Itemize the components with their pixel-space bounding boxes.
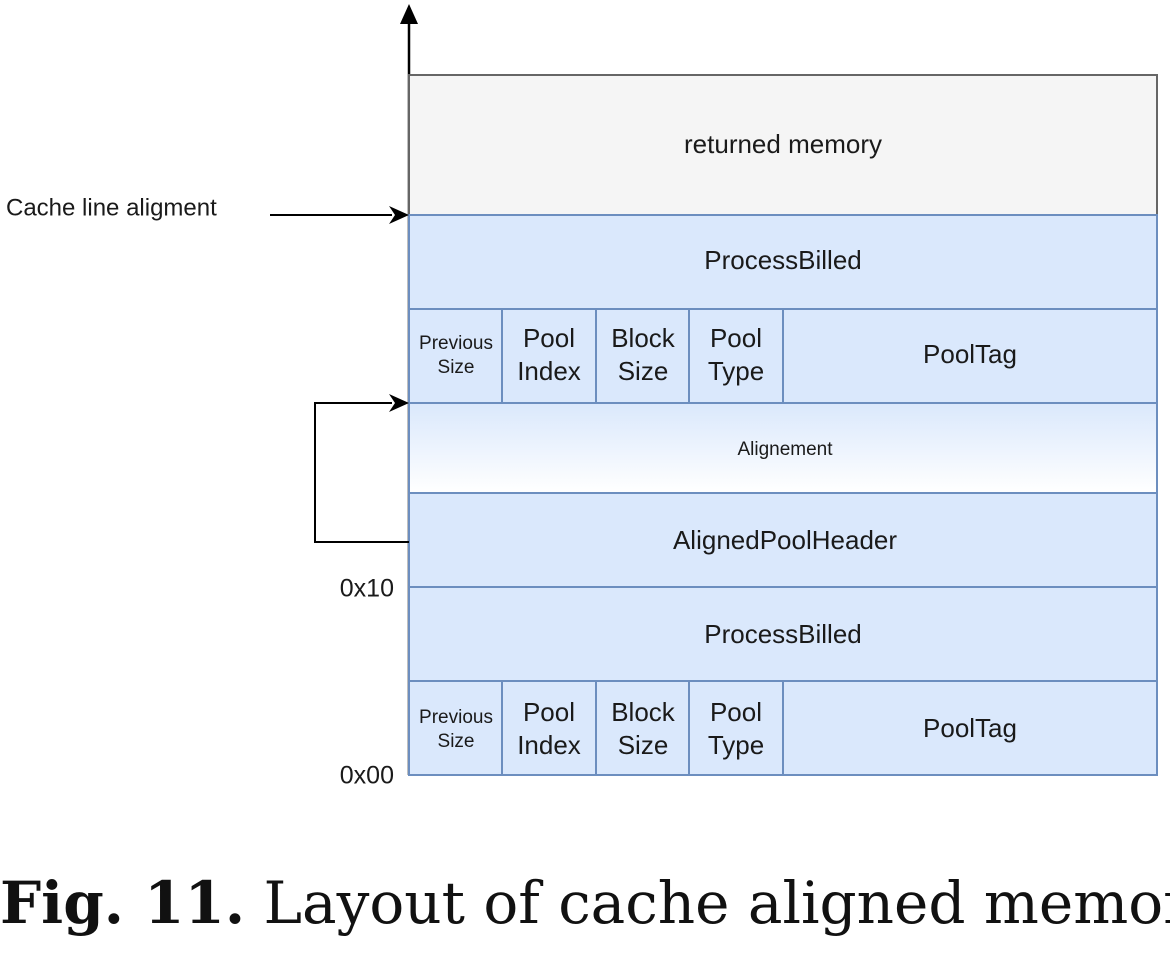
figure-number: Fig. 11. bbox=[0, 869, 246, 937]
header-bottom-pool-index-cell bbox=[501, 680, 597, 776]
process-billed-top-block bbox=[408, 214, 1158, 310]
memory-layout-diagram: returned memory ProcessBilled Previous S… bbox=[6, 4, 1158, 790]
header-top-block-size-label-2: Size bbox=[618, 356, 669, 386]
header-bottom-pool-type-label-2: Type bbox=[708, 730, 764, 760]
header-top-pool-type-label: Pool bbox=[710, 323, 762, 353]
header-bottom-previous-size-label-2: Size bbox=[438, 731, 475, 752]
header-bottom-previous-size-cell bbox=[408, 680, 503, 776]
aligned-header-pointer-line bbox=[314, 402, 409, 543]
header-top-pool-type-label-2: Type bbox=[708, 356, 764, 386]
figure-caption-text: Layout of cache aligned memory bbox=[263, 869, 1170, 937]
aligned-header-pointer-arrowhead bbox=[389, 394, 409, 412]
header-top-block-size-label: Block bbox=[611, 323, 676, 353]
header-top-previous-size-cell bbox=[408, 308, 503, 404]
cache-line-arrowhead bbox=[389, 206, 409, 224]
cache-line-alignment-label: Cache line aligment bbox=[6, 194, 217, 221]
header-bottom-pool-index-label-2: Index bbox=[517, 730, 581, 760]
process-billed-bottom-label: ProcessBilled bbox=[704, 619, 862, 649]
header-bottom-pool-type-cell bbox=[688, 680, 784, 776]
alignment-block bbox=[408, 402, 1158, 494]
header-top-pool-tag-label: PoolTag bbox=[923, 339, 1017, 369]
header-top-previous-size-label-2: Size bbox=[438, 357, 475, 378]
header-bottom-block-size-cell bbox=[595, 680, 690, 776]
process-billed-top-label: ProcessBilled bbox=[704, 245, 862, 275]
figure-caption: Fig. 11. Layout of cache aligned memory bbox=[0, 858, 1170, 948]
header-bottom-pool-tag-label: PoolTag bbox=[923, 713, 1017, 743]
header-bottom-pool-type-label: Pool bbox=[710, 697, 762, 727]
header-top-pool-index-label-2: Index bbox=[517, 356, 581, 386]
header-top-previous-size-label: Previous bbox=[419, 333, 493, 354]
header-bottom-pool-index-label: Pool bbox=[523, 697, 575, 727]
offset-0x00-label: 0x00 bbox=[340, 762, 394, 790]
returned-memory-label: returned memory bbox=[684, 129, 882, 159]
header-bottom-previous-size-label: Previous bbox=[419, 707, 493, 728]
alignment-label: Alignement bbox=[737, 439, 833, 460]
header-bottom-block-size-label: Block bbox=[611, 697, 676, 727]
offset-0x10-label: 0x10 bbox=[340, 575, 394, 603]
aligned-pool-header-label: AlignedPoolHeader bbox=[673, 525, 897, 555]
header-top-pool-tag-cell bbox=[782, 308, 1158, 404]
aligned-pool-header-block bbox=[408, 492, 1158, 588]
address-axis-arrowhead bbox=[400, 4, 418, 24]
header-bottom-block-size-label-2: Size bbox=[618, 730, 669, 760]
header-top-pool-index-label: Pool bbox=[523, 323, 575, 353]
process-billed-bottom-block bbox=[408, 586, 1158, 682]
header-bottom-pool-tag-cell bbox=[782, 680, 1158, 776]
